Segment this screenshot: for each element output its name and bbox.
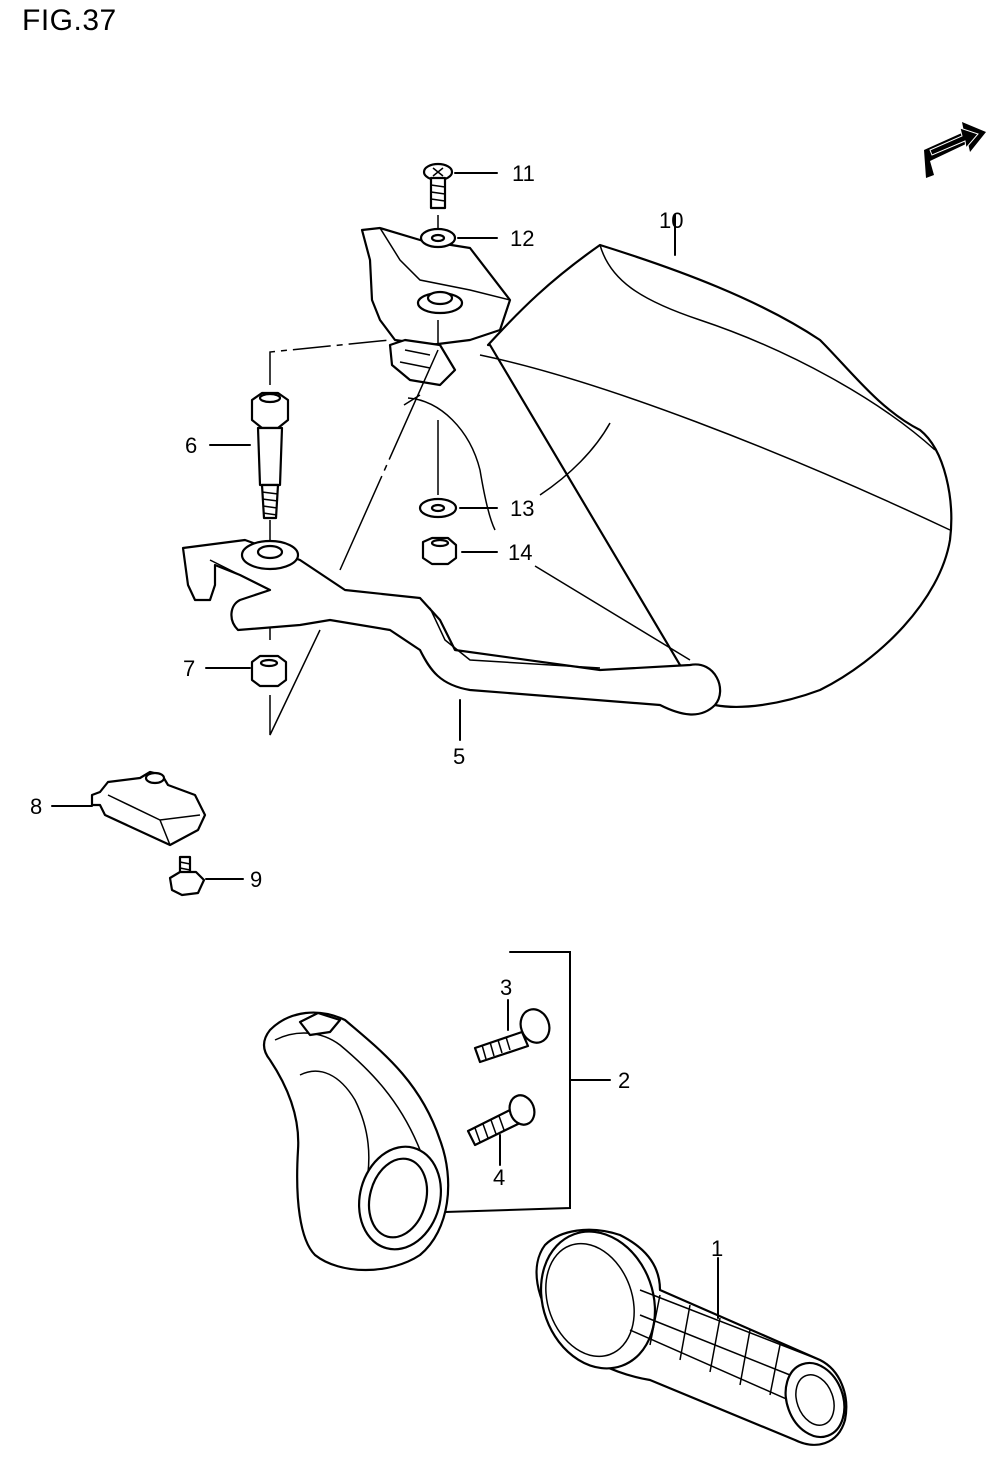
callout-7: 7 (183, 656, 195, 681)
screw-part-3 (473, 999, 551, 1064)
callout-2: 2 (618, 1068, 630, 1093)
guard-bracket (360, 226, 512, 531)
hand-guard-part (479, 214, 953, 708)
callout-1: 1 (711, 1236, 723, 1261)
screw-part (422, 162, 498, 210)
callout-labels: 1 2 3 4 5 6 7 8 9 10 11 12 13 14 (30, 161, 723, 1261)
nut-part-14 (421, 536, 498, 566)
callout-3: 3 (500, 975, 512, 1000)
lever-part (181, 538, 722, 741)
washer-part-13 (418, 422, 611, 519)
pivot-bolt-part (209, 391, 290, 520)
handle-grip-part (535, 1228, 848, 1446)
grip-housing-part (262, 1011, 450, 1271)
fwd-arrow-icon: FWD (924, 122, 986, 178)
figure-title: FIG.37 (22, 4, 117, 37)
part-2-group-bracket (444, 951, 611, 1213)
callout-5: 5 (453, 744, 465, 769)
callout-8: 8 (30, 794, 42, 819)
callout-14: 14 (508, 540, 532, 565)
callout-6: 6 (185, 433, 197, 458)
washer-part-12 (419, 227, 498, 249)
switch-part (51, 770, 207, 847)
screw-part-4 (466, 1094, 536, 1166)
callout-11: 11 (512, 161, 535, 186)
callout-9: 9 (250, 867, 262, 892)
callout-12: 12 (510, 226, 534, 251)
callout-4: 4 (493, 1165, 505, 1190)
alignment-lines (269, 215, 439, 736)
callout-10: 10 (659, 208, 683, 233)
nut-part-7 (205, 654, 288, 688)
callout-13: 13 (510, 496, 534, 521)
screw-part-9 (168, 855, 244, 897)
